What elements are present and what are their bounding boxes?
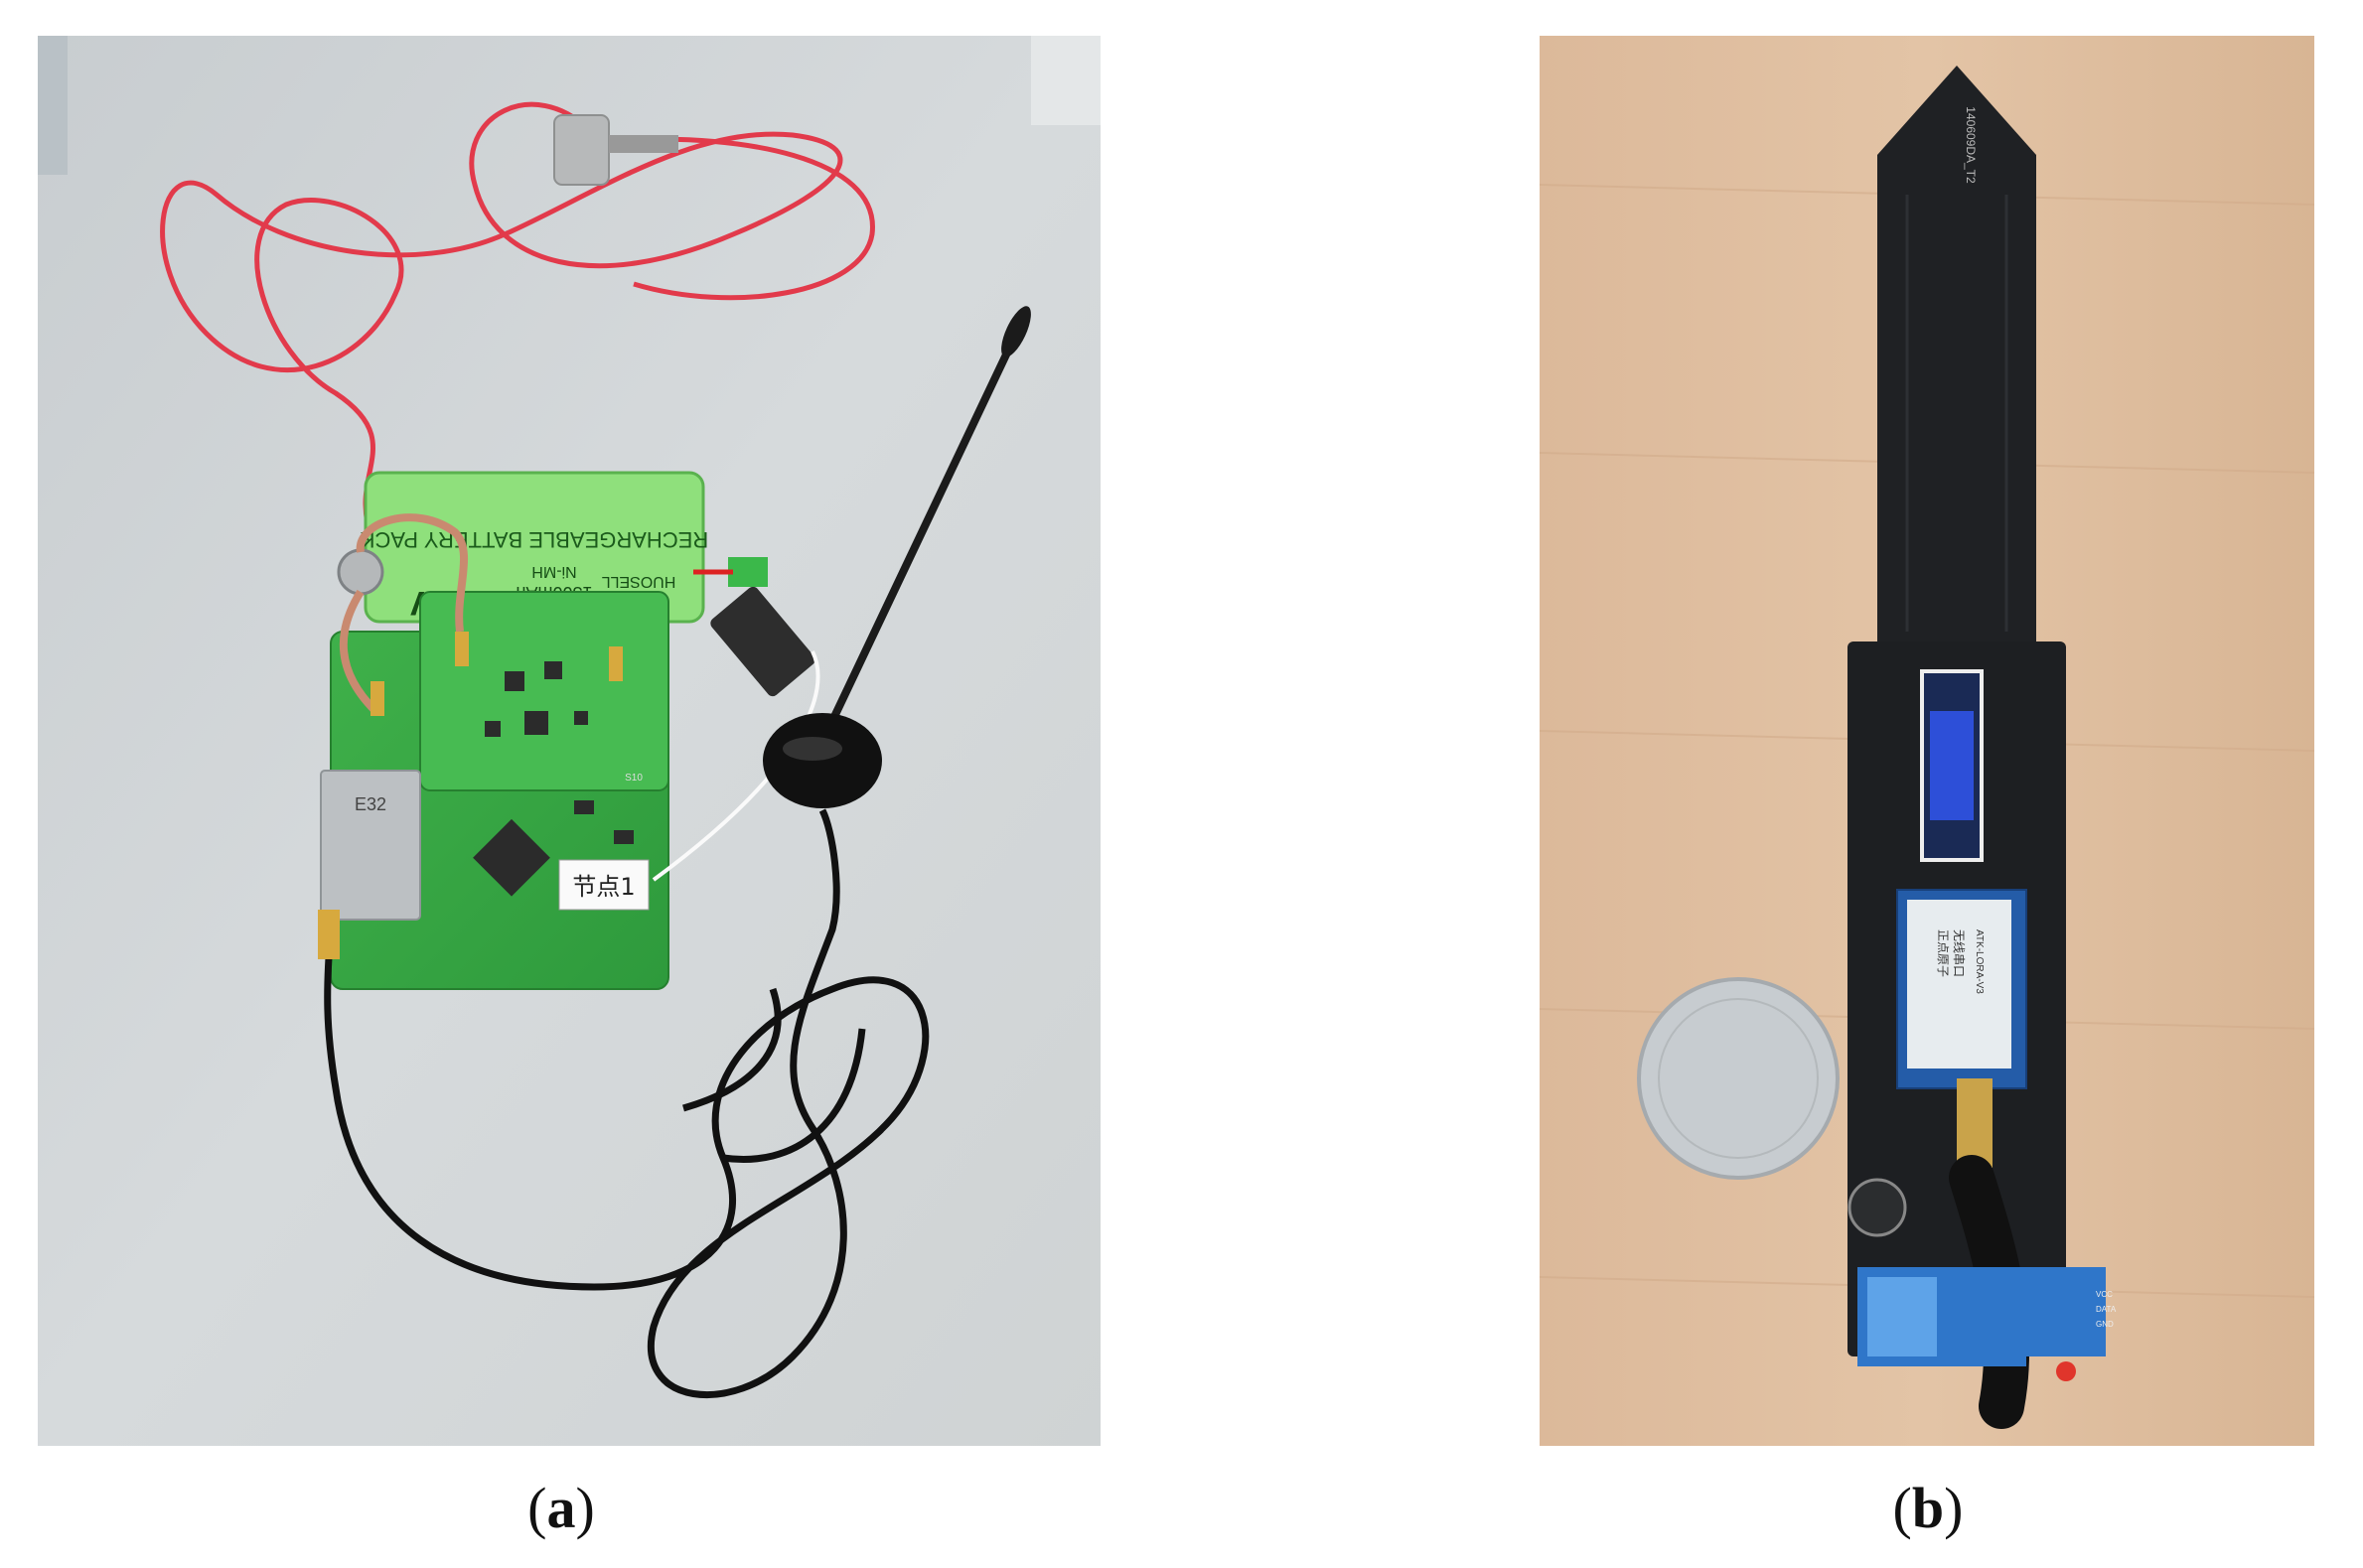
caption-a: (a) <box>462 1475 661 1541</box>
caption-b-letter: b <box>1911 1476 1945 1540</box>
node-tag-label: 节点1 <box>572 873 635 901</box>
sma-connector-b <box>1957 1078 1993 1168</box>
panel-b: 140609DA_T2 正点原子 无线串口 ATK-LORA-V3 VC <box>1122 0 2363 1568</box>
panel-a: RECHARGEABLE BATTERY PACK 7.2V 1300mAh N… <box>0 0 1122 1568</box>
node-tag <box>558 859 650 911</box>
probe-spike <box>1877 66 2036 651</box>
sensor-pin-gnd: GND <box>2096 1320 2114 1329</box>
vibration-sensor <box>553 114 610 186</box>
sensor-pin-vcc: VCC <box>2096 1290 2113 1299</box>
module-model-label: ATK-LORA-V3 <box>1974 929 1985 994</box>
dc-jack <box>710 586 815 697</box>
caption-b: (b) <box>1829 1475 2027 1541</box>
battery-pack-label: RECHARGEABLE BATTERY PACK <box>360 527 708 552</box>
photo-a: RECHARGEABLE BATTERY PACK 7.2V 1300mAh N… <box>38 36 1101 1446</box>
bnc-connector <box>337 548 384 596</box>
module-type-label: 无线串口 <box>1952 929 1966 977</box>
sensor-board <box>2026 1267 2106 1356</box>
battery-brand-label: HUOSELL <box>602 573 676 590</box>
probe-id-label: 140609DA_T2 <box>1964 106 1978 184</box>
daughter-pcb <box>419 591 669 791</box>
board-id-label: S10 <box>625 773 643 784</box>
caption-a-close: ) <box>575 1476 595 1540</box>
coin <box>1637 977 1840 1180</box>
battery-chem-label: Ni-MH <box>531 563 576 580</box>
antenna-base <box>763 713 882 808</box>
caption-b-close: ) <box>1944 1476 1964 1540</box>
photo-a-image: RECHARGEABLE BATTERY PACK 7.2V 1300mAh N… <box>38 36 1101 1446</box>
antenna-rod <box>828 332 1020 723</box>
module-label: E32 <box>355 794 386 814</box>
module-brand-label: 正点原子 <box>1936 929 1950 977</box>
sensor-pin-data: DATA <box>2096 1305 2117 1314</box>
caption-b-open: ( <box>1892 1476 1912 1540</box>
sma-plug <box>318 910 340 959</box>
caption-a-open: ( <box>527 1476 547 1540</box>
lora-module <box>320 770 421 921</box>
photo-b-image: 140609DA_T2 正点原子 无线串口 ATK-LORA-V3 VC <box>1540 36 2314 1446</box>
black-cable <box>324 808 930 1399</box>
caption-a-letter: a <box>546 1476 576 1540</box>
photo-b: 140609DA_T2 正点原子 无线串口 ATK-LORA-V3 VC <box>1540 36 2314 1446</box>
